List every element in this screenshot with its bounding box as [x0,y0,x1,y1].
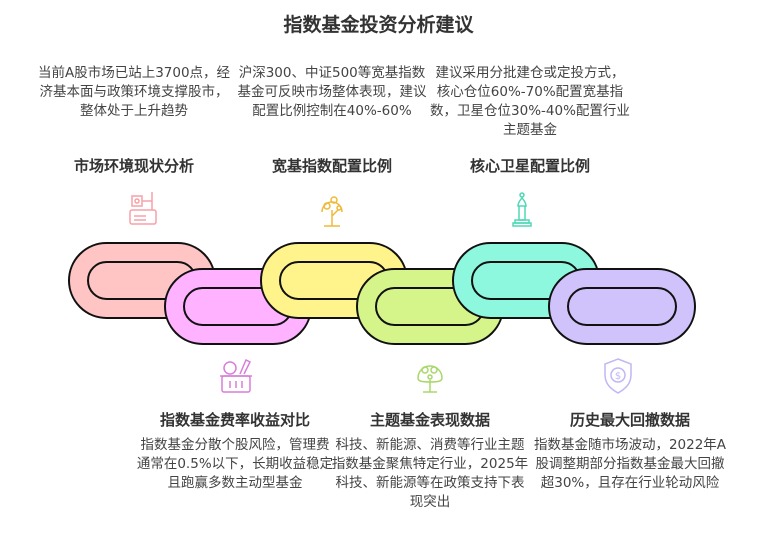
bottom-item-3-text: 指数基金随市场波动，2022年A股调整期部分指数基金最大回撤超30%，且存在行业… [533,437,727,491]
bottom-item-2-text: 科技、新能源、消费等行业主题指数基金聚焦特定行业，2025年科技、新能源等在政策… [331,437,529,510]
basket-icon [220,358,252,393]
chain-link-6 [548,268,696,345]
top-item-2-text: 沪深300、中证500等宽基指数基金可反映市场整体表现，建议配置比例控制在40%… [237,65,427,119]
top-item-1-text: 当前A股市场已站上3700点，经济基本面与政策环境支撑股市，整体处于上升趋势 [37,65,231,119]
top-item-2-heading: 宽基指数配置比例 [271,157,392,175]
bottom-item-2-heading: 主题基金表现数据 [369,411,490,429]
coin-tree-icon [417,365,443,393]
shield-dollar-icon: $ [604,358,632,394]
top-item-3-heading: 核心卫星配置比例 [469,157,590,175]
bottom-item-3-heading: 历史最大回撤数据 [569,411,690,429]
machine-icon [129,192,157,225]
chess-bishop-icon [512,192,532,227]
bottom-item-1-heading: 指数基金费率收益对比 [159,411,310,429]
top-item-3-text: 建议采用分批建仓或定投方式，核心仓位60%-70%配置宽基指数，卫星仓位30%-… [430,65,630,138]
svg-text:$: $ [615,371,621,382]
page-title: 指数基金投资分析建议 [283,14,474,36]
money-tree-icon [321,196,343,227]
top-item-1-heading: 市场环境现状分析 [73,157,194,175]
bottom-item-1-text: 指数基金分散个股风险，管理费通常在0.5%以下，长期收益稳定且跑赢多数主动型基金 [136,437,334,491]
